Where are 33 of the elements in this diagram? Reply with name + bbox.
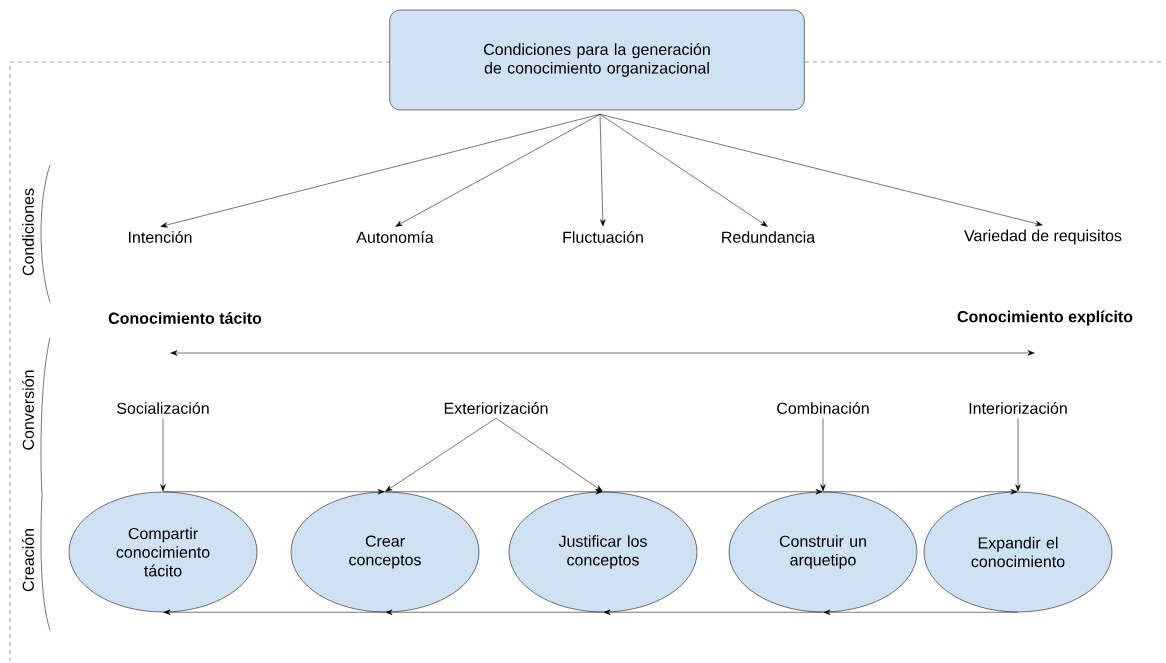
arrow (384, 489, 603, 495)
arrow (603, 609, 824, 615)
conversion-label: Exteriorización (444, 402, 548, 414)
conversion-label: Socialización (117, 402, 209, 414)
arrow (822, 489, 1018, 495)
title-box: Condiciones para la generación de conocimiento organizacional (389, 9, 805, 111)
knowledge-label: Conocimiento tácito (108, 312, 262, 324)
arrow (495, 417, 603, 492)
arrow (602, 489, 823, 495)
condition-label: Fluctuación (563, 231, 643, 243)
arrow (385, 417, 497, 492)
section-label: Condiciones (22, 188, 34, 276)
arrow (599, 114, 1043, 227)
section-label: Creación (22, 529, 34, 592)
arrow (160, 114, 601, 228)
arrow (385, 609, 604, 615)
arrow (163, 609, 386, 615)
condition-label: Redundancia (722, 231, 816, 243)
arrow (1015, 417, 1021, 492)
condition-label: Intención (129, 231, 192, 243)
arrow (395, 114, 601, 227)
section-label: Conversión (22, 370, 34, 450)
arrow (820, 417, 826, 492)
conversion-label: Interiorización (969, 402, 1067, 414)
condition-label: Autonomía (356, 231, 434, 243)
knowledge-label: Conocimiento explícito (957, 310, 1133, 326)
arrow (599, 114, 768, 227)
conversion-label: Combinación (777, 402, 869, 414)
condition-label: Variedad de requisitos (964, 229, 1122, 245)
arrow (160, 417, 166, 492)
arrow (599, 114, 606, 227)
arrow (823, 609, 1019, 615)
arrow (162, 489, 385, 495)
